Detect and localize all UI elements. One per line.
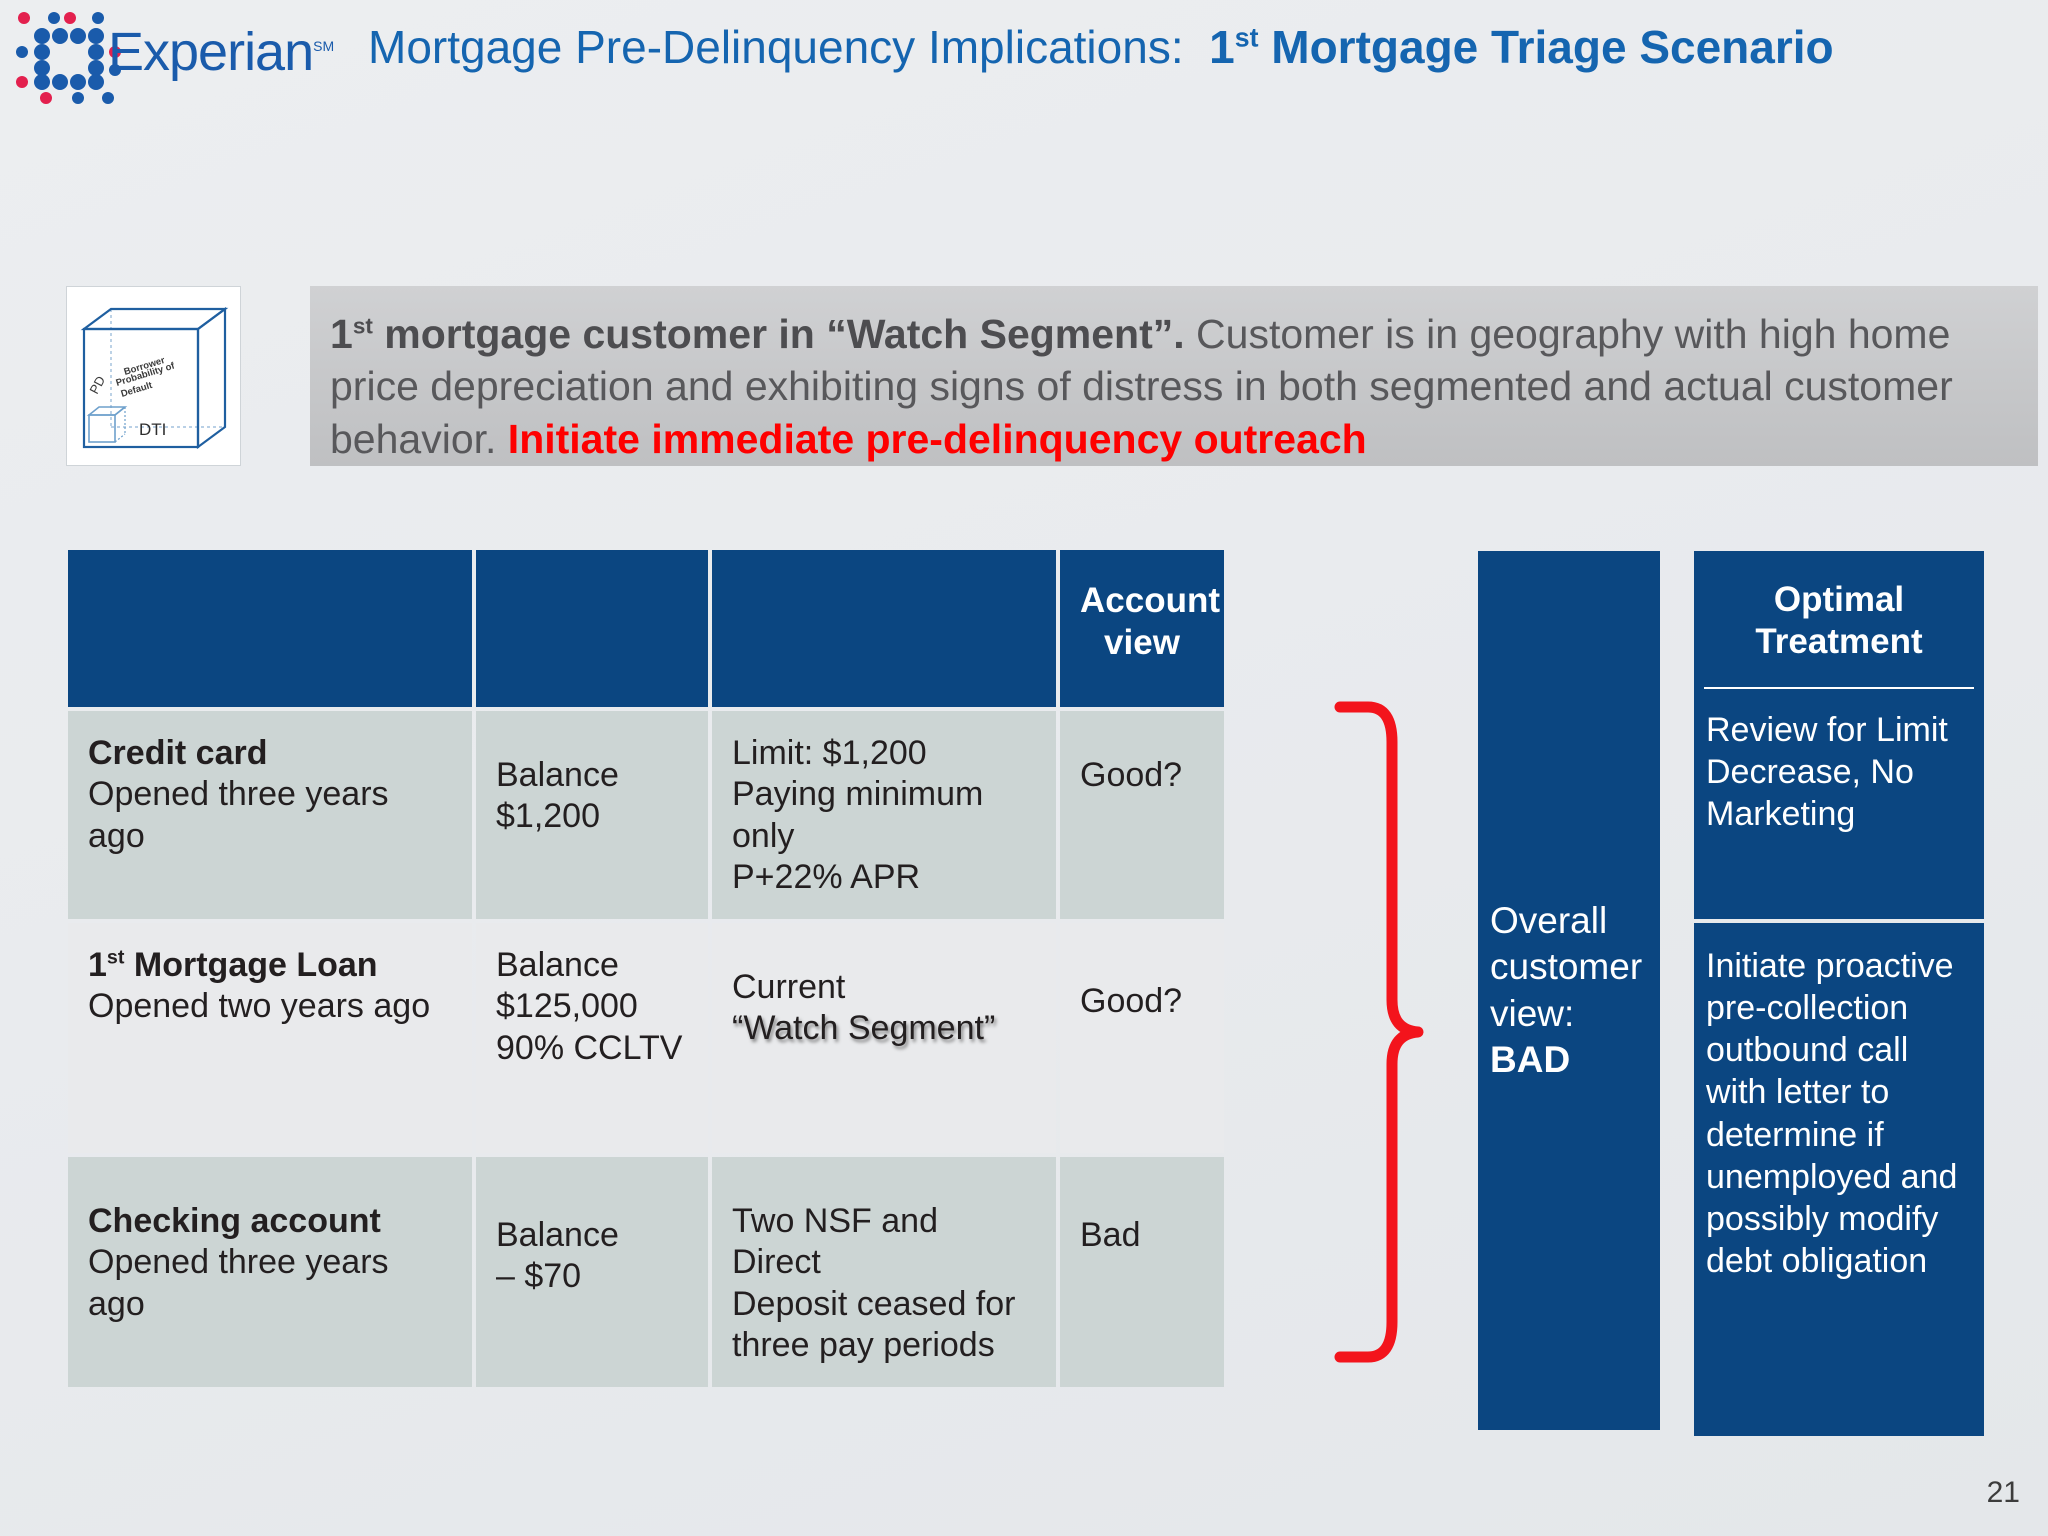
table-cell-balance: Balance – $70	[476, 1157, 708, 1387]
account-name-ordinal: st	[106, 946, 125, 969]
triage-table: Account view Credit card Opened three ye…	[68, 550, 1464, 1434]
experian-dot-matrix-icon	[14, 10, 121, 104]
experian-wordmark-text: Experian	[108, 22, 314, 82]
detail-line-3: P+22% APR	[732, 858, 921, 897]
page-title-bold-number: 1	[1209, 21, 1235, 73]
optimal-treatment-header-line2: Treatment	[1755, 622, 1923, 661]
page-title: Mortgage Pre-Delinquency Implications: 1…	[368, 22, 1834, 73]
balance-line-2: – $70	[496, 1257, 582, 1296]
table-cell-account: 1st Mortgage Loan Opened two years ago	[68, 923, 472, 1153]
table-row: Credit card Opened three years ago Balan…	[68, 711, 1464, 919]
optimal-treatment-header-line1: Optimal	[1773, 580, 1905, 619]
page-title-bold-rest: Mortgage Triage Scenario	[1258, 21, 1834, 73]
account-name: Checking account	[88, 1202, 381, 1240]
table-cell-account: Credit card Opened three years ago	[68, 711, 472, 919]
balance-line-1: Balance	[496, 1216, 619, 1254]
balance-line-3: 90% CCLTV	[496, 1028, 683, 1067]
balance-line-2: $125,000	[496, 987, 638, 1026]
risk-cube-figure: PD Borrower Probability of Default DTI	[66, 286, 241, 466]
table-cell-account-view: Good?	[1060, 923, 1224, 1153]
treatment-block-credit-card: Review for Limit Decrease, No Marketing	[1694, 695, 1984, 919]
account-name: Credit card	[88, 734, 268, 772]
optimal-treatment-column: Optimal Treatment Review for Limit Decre…	[1694, 551, 1984, 1436]
table-cell-account: Checking account Opened three years ago	[68, 1157, 472, 1387]
optimal-treatment-divider	[1694, 687, 1984, 695]
table-cell-balance: Balance $1,200	[476, 711, 708, 919]
detail-line-1: Two NSF and Direct	[732, 1202, 938, 1282]
balance-line-2: $1,200	[496, 797, 600, 836]
overall-line-3: view:	[1490, 992, 1575, 1034]
detail-watch-segment: “Watch Segment”	[732, 1009, 996, 1048]
account-name-number: 1	[88, 946, 107, 984]
detail-line-1: Limit: $1,200	[732, 734, 927, 772]
page-number: 21	[1986, 1476, 2020, 1509]
treatment-block-gap	[1694, 919, 1984, 923]
overall-customer-view-panel: Overall customer view: BAD	[1478, 551, 1660, 1430]
detail-line-2: Deposit ceased for	[732, 1284, 1016, 1323]
cube-axis-label-pd: PD	[86, 373, 108, 396]
table-cell-detail: Current “Watch Segment”	[712, 923, 1056, 1153]
callout-red-action: Initiate immediate pre-delinquency outre…	[507, 415, 1367, 462]
scenario-callout-box: 1st mortgage customer in “Watch Segment”…	[310, 286, 2038, 466]
table-header-account	[68, 550, 472, 707]
table-cell-detail: Limit: $1,200 Paying minimum only P+22% …	[712, 711, 1056, 919]
detail-line-1: Current	[732, 968, 846, 1006]
detail-line-3: three pay periods	[732, 1326, 995, 1365]
balance-line-1: Balance	[496, 756, 619, 794]
callout-lead-number: 1	[330, 311, 353, 357]
callout-row: PD Borrower Probability of Default DTI 1…	[66, 286, 2038, 466]
overall-verdict-badge: BAD	[1490, 1038, 1571, 1080]
table-cell-balance: Balance $125,000 90% CCLTV	[476, 923, 708, 1153]
callout-body: Customer is in geography with high home …	[330, 311, 1953, 462]
overall-line-2: customer	[1490, 946, 1643, 988]
cube-axis-label-dti: DTI	[139, 420, 166, 439]
table-cell-detail: Two NSF and Direct Deposit ceased for th…	[712, 1157, 1056, 1387]
account-sub: Opened three years ago	[88, 1243, 389, 1323]
treatment-block-mortgage: Initiate proactive pre-collection outbou…	[1694, 923, 1984, 1436]
overall-line-1: Overall	[1490, 900, 1608, 941]
service-mark-icon: SM	[313, 38, 335, 54]
page-title-plain: Mortgage Pre-Delinquency Implications:	[368, 21, 1184, 73]
experian-wordmark: ExperianSM	[108, 21, 334, 83]
table-header-detail	[712, 550, 1056, 707]
optimal-treatment-header: Optimal Treatment	[1694, 551, 1984, 687]
table-header-row: Account view	[68, 550, 1464, 707]
callout-lead-ordinal: st	[352, 313, 373, 339]
balance-line-1: Balance	[496, 946, 619, 984]
slide-header: ExperianSM Mortgage Pre-Delinquency Impl…	[0, 0, 2048, 118]
account-name: Mortgage Loan	[124, 946, 378, 984]
table-header-balance	[476, 550, 708, 707]
callout-lead-rest: mortgage customer in “Watch Segment”.	[372, 311, 1185, 357]
account-sub: Opened two years ago	[88, 987, 431, 1026]
table-header-account-view: Account view	[1060, 550, 1224, 707]
table-row: Checking account Opened three years ago …	[68, 1157, 1464, 1387]
experian-logo: ExperianSM	[14, 6, 334, 104]
table-cell-account-view: Good?	[1060, 711, 1224, 919]
risk-cube-icon: PD Borrower Probability of Default DTI	[80, 306, 229, 450]
page-title-ordinal-suffix: st	[1234, 22, 1259, 53]
table-cell-account-view: Bad	[1060, 1157, 1224, 1387]
detail-line-2: Paying minimum only	[732, 775, 984, 855]
scenario-callout-text: 1st mortgage customer in “Watch Segment”…	[330, 308, 2010, 465]
account-sub: Opened three years ago	[88, 775, 389, 855]
table-row: 1st Mortgage Loan Opened two years ago B…	[68, 923, 1464, 1153]
